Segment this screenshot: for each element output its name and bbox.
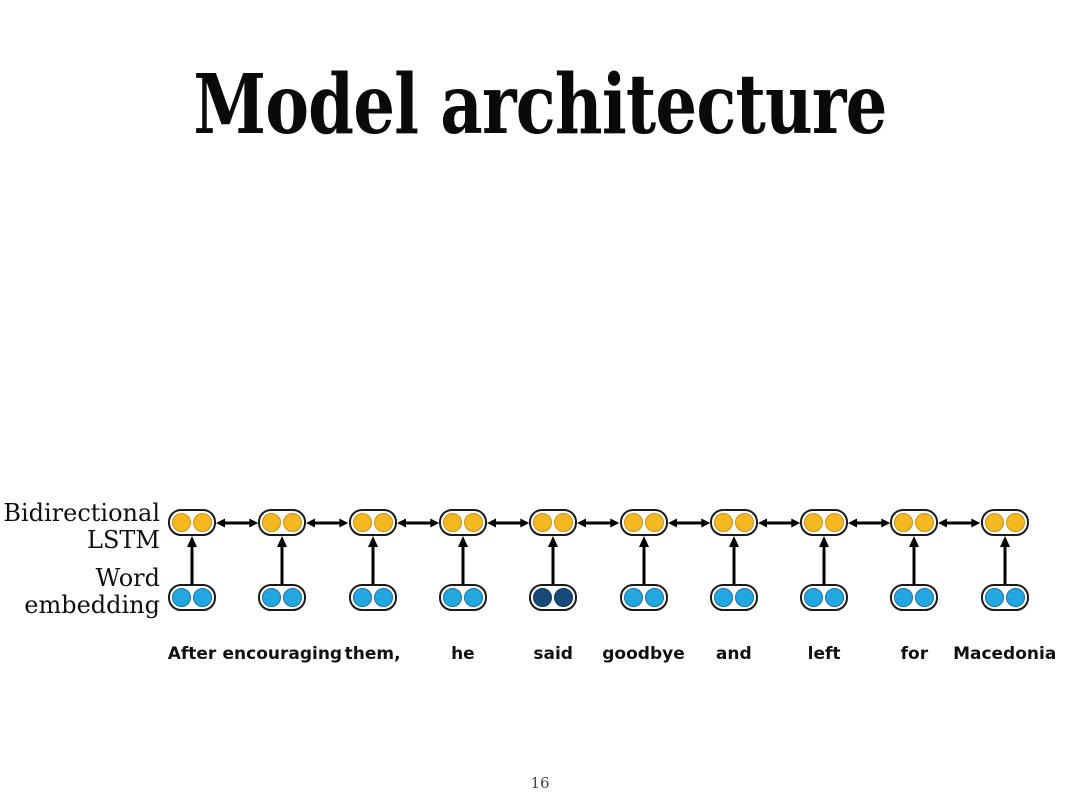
embedding-to-lstm-arrow-icon	[546, 536, 560, 584]
lstm-cell	[168, 509, 216, 536]
lstm-unit-dot	[262, 513, 282, 532]
embedding-unit-dot	[533, 588, 553, 607]
lstm-cell	[890, 509, 939, 536]
embedding-unit-dot	[442, 588, 462, 607]
word-embedding-cell	[438, 584, 487, 611]
embedding-unit-dot	[373, 588, 393, 607]
embedding-to-lstm-arrow-icon	[998, 536, 1012, 584]
bidirectional-arrow-icon	[848, 516, 891, 530]
lstm-cell	[800, 509, 849, 536]
lstm-unit-dot	[352, 513, 372, 532]
lstm-cell	[619, 509, 668, 536]
token-label: Macedonia	[953, 644, 1057, 664]
word-embedding-cell	[258, 584, 307, 611]
bidirectional-arrow-icon	[757, 516, 801, 530]
lstm-unit-dot	[915, 513, 935, 532]
bidirectional-arrow-icon	[216, 516, 259, 530]
lstm-unit-dot	[804, 513, 824, 532]
embedding-unit-dot	[1005, 588, 1025, 607]
embedding-to-lstm-arrow-icon	[907, 536, 921, 584]
token-label: goodbye	[602, 644, 685, 664]
embedding-unit-dot	[825, 588, 845, 607]
embedding-unit-dot	[352, 588, 372, 607]
token-label: After	[167, 644, 217, 664]
token-label: them,	[344, 644, 401, 664]
lstm-unit-dot	[373, 513, 393, 532]
embedding-unit-dot	[984, 588, 1004, 607]
embedding-unit-dot	[623, 588, 643, 607]
embedding-unit-dot	[554, 588, 574, 607]
page-number: 16	[530, 774, 550, 792]
embedding-to-lstm-arrow-icon	[727, 536, 741, 584]
word-embedding-cell	[800, 584, 849, 611]
lstm-cell	[529, 509, 578, 536]
embedding-unit-dot	[894, 588, 914, 607]
token-label: he	[451, 644, 475, 664]
embedding-unit-dot	[713, 588, 733, 607]
lstm-unit-dot	[713, 513, 733, 532]
token-label: said	[533, 644, 573, 664]
word-embedding-cell	[890, 584, 939, 611]
embedding-unit-dot	[463, 588, 483, 607]
embedding-to-lstm-arrow-icon	[275, 536, 289, 584]
embedding-unit-dot	[734, 588, 754, 607]
row-label-word-embedding: Word embedding	[24, 564, 160, 619]
embedding-unit-dot	[193, 588, 212, 607]
lstm-unit-dot	[463, 513, 483, 532]
lstm-unit-dot	[193, 513, 212, 532]
lstm-cell	[258, 509, 307, 536]
embedding-unit-dot	[804, 588, 824, 607]
lstm-unit-dot	[283, 513, 303, 532]
lstm-unit-dot	[1005, 513, 1025, 532]
token-label: and	[715, 644, 752, 664]
embedding-unit-dot	[915, 588, 935, 607]
lstm-unit-dot	[894, 513, 914, 532]
bidirectional-arrow-icon	[306, 516, 349, 530]
embedding-unit-dot	[644, 588, 664, 607]
embedding-to-lstm-arrow-icon	[185, 536, 199, 584]
bidirectional-arrow-icon	[667, 516, 710, 530]
lstm-cell	[438, 509, 487, 536]
token-label: left	[807, 644, 841, 664]
lstm-unit-dot	[554, 513, 574, 532]
token-label: encouraging	[222, 644, 343, 664]
bidirectional-arrow-icon	[938, 516, 981, 530]
lstm-cell	[709, 509, 758, 536]
lstm-unit-dot	[644, 513, 664, 532]
lstm-unit-dot	[533, 513, 553, 532]
lstm-cell	[980, 509, 1029, 536]
word-embedding-cell	[709, 584, 758, 611]
embedding-unit-dot	[172, 588, 191, 607]
word-embedding-cell	[168, 584, 216, 611]
lstm-unit-dot	[734, 513, 754, 532]
embedding-to-lstm-arrow-icon	[637, 536, 651, 584]
embedding-unit-dot	[283, 588, 303, 607]
page-title: Model architecture	[193, 57, 887, 153]
lstm-cell	[348, 509, 397, 536]
bidirectional-arrow-icon	[396, 516, 439, 530]
word-embedding-cell	[619, 584, 668, 611]
embedding-unit-dot	[262, 588, 282, 607]
bidirectional-arrow-icon	[486, 516, 530, 530]
embedding-to-lstm-arrow-icon	[817, 536, 831, 584]
lstm-unit-dot	[442, 513, 462, 532]
row-label-bidirectional-lstm: Bidirectional LSTM	[3, 499, 160, 554]
lstm-unit-dot	[172, 513, 191, 532]
lstm-unit-dot	[825, 513, 845, 532]
word-embedding-cell	[980, 584, 1029, 611]
embedding-to-lstm-arrow-icon	[366, 536, 380, 584]
lstm-unit-dot	[984, 513, 1004, 532]
bidirectional-arrow-icon	[577, 516, 620, 530]
lstm-unit-dot	[623, 513, 643, 532]
word-embedding-cell-highlighted	[529, 584, 578, 611]
embedding-to-lstm-arrow-icon	[456, 536, 470, 584]
word-embedding-cell	[348, 584, 397, 611]
token-label: for	[900, 644, 929, 664]
